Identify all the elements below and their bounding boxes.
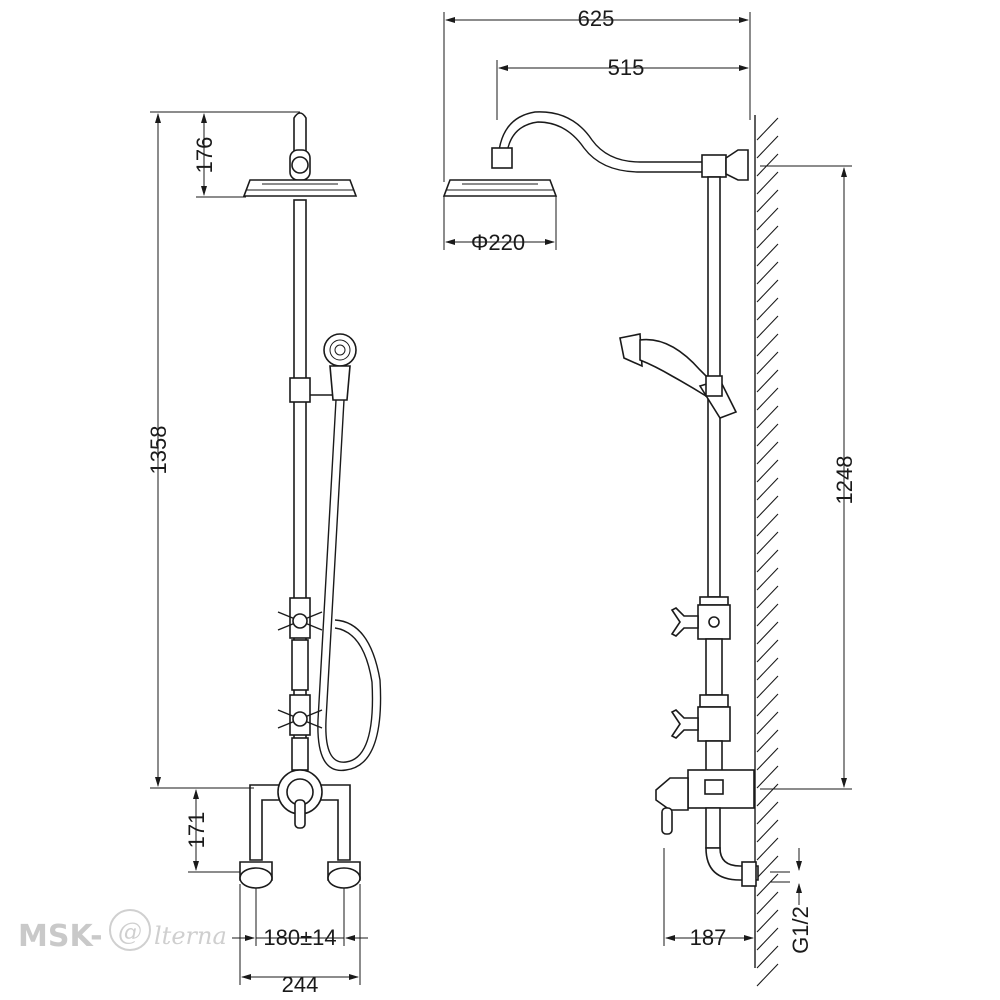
wall-hatch-line	[756, 927, 779, 951]
watermark: MSK- @ lterna	[18, 909, 227, 954]
wall-hatch-line	[756, 459, 779, 483]
watermark-suffix: lterna	[154, 922, 227, 950]
side-hand-shower-head	[619, 333, 643, 368]
wall-hatch-line	[756, 729, 779, 753]
wall-hatch-line	[756, 135, 779, 159]
side-swan-arm-inner	[505, 121, 708, 173]
watermark-ring	[109, 909, 151, 951]
front-mixer-body	[239, 769, 361, 889]
wall-hatch-line	[756, 207, 779, 231]
wall-hatch-line	[756, 315, 779, 339]
wall-hatch-line	[756, 117, 779, 141]
wall-hatch-line	[756, 513, 779, 537]
wall-hatch-line	[756, 351, 779, 375]
dim-1358: 1358	[146, 426, 171, 475]
wall-hatch-line	[756, 603, 779, 627]
dim-244: 244	[282, 972, 319, 997]
front-hand-shower-handle	[329, 365, 351, 401]
wall-hatch-line	[756, 369, 779, 393]
wall-hatch-line	[756, 909, 779, 933]
wall-hatching	[756, 117, 779, 987]
front-hand-shower-head	[323, 333, 357, 367]
side-arm-joint	[491, 147, 513, 169]
wall-hatch-line	[756, 963, 779, 987]
wall-hatch-line	[756, 297, 779, 321]
wall-hatch-line	[756, 189, 779, 213]
dimension-labels: 625 515 Φ220 176 1358 1248 171 180±14 24…	[146, 6, 857, 997]
wall-hatch-line	[756, 477, 779, 501]
front-joint-ring	[291, 156, 309, 174]
dim-187: 187	[690, 925, 727, 950]
dimension-lines	[150, 12, 852, 985]
wall-hatch-line	[756, 675, 779, 699]
wall-hatch-line	[756, 333, 779, 357]
front-upper-valve	[277, 597, 323, 691]
side-mixer-body	[655, 769, 759, 887]
side-wall-bracket-top	[725, 149, 749, 181]
dim-176: 176	[192, 137, 217, 174]
watermark-brand: MSK-	[18, 919, 103, 954]
wall-hatch-line	[756, 855, 779, 879]
side-upper-valve	[670, 596, 731, 696]
wall-hatch-line	[756, 243, 779, 267]
dim-g12: G1/2	[788, 906, 813, 954]
dim-171: 171	[184, 812, 209, 849]
wall-hatch-line	[756, 891, 779, 915]
dim-625: 625	[578, 6, 615, 31]
wall-hatch-line	[756, 261, 779, 285]
front-holder-clamp	[289, 377, 311, 403]
front-lower-valve	[277, 694, 323, 771]
side-shower-head	[442, 179, 558, 197]
wall-hatch-line	[756, 711, 779, 735]
wall-hatch-line	[756, 801, 779, 825]
wall-hatch-line	[756, 693, 779, 717]
front-hose	[317, 399, 382, 772]
wall-hatch-line	[756, 495, 779, 519]
wall-hatch-line	[756, 549, 779, 573]
wall-hatch-line	[756, 873, 779, 897]
front-shower-head	[242, 179, 358, 197]
wall-hatch-line	[756, 441, 779, 465]
wall-hatch-line	[756, 405, 779, 429]
dim-180-14: 180±14	[263, 925, 336, 950]
wall-hatch-line	[756, 747, 779, 771]
front-view	[239, 112, 382, 889]
dim-515: 515	[608, 55, 645, 80]
wall-hatch-line	[756, 657, 779, 681]
wall-hatch-line	[756, 225, 779, 249]
wall-hatch-line	[756, 945, 779, 969]
wall-hatch-line	[756, 423, 779, 447]
wall-hatch-line	[756, 639, 779, 663]
side-top-tee	[701, 154, 727, 178]
dim-1248: 1248	[832, 456, 857, 505]
side-hand-shower-handle	[639, 338, 716, 398]
wall-hatch-line	[756, 585, 779, 609]
side-view	[442, 111, 790, 987]
wall-hatch-line	[756, 783, 779, 807]
watermark-at: @	[118, 918, 142, 946]
wall-hatch-line	[756, 279, 779, 303]
wall-hatch-line	[756, 567, 779, 591]
wall-hatch-line	[756, 531, 779, 555]
wall-hatch-line	[756, 819, 779, 843]
wall-hatch-line	[756, 171, 779, 195]
dim-phi220: Φ220	[471, 230, 525, 255]
wall-hatch-line	[756, 621, 779, 645]
wall-hatch-line	[756, 153, 779, 177]
wall-hatch-line	[756, 387, 779, 411]
wall-hatch-line	[756, 837, 779, 861]
wall-hatch-line	[756, 765, 779, 789]
side-lower-valve	[670, 694, 731, 772]
side-swan-arm-outer	[497, 111, 708, 166]
